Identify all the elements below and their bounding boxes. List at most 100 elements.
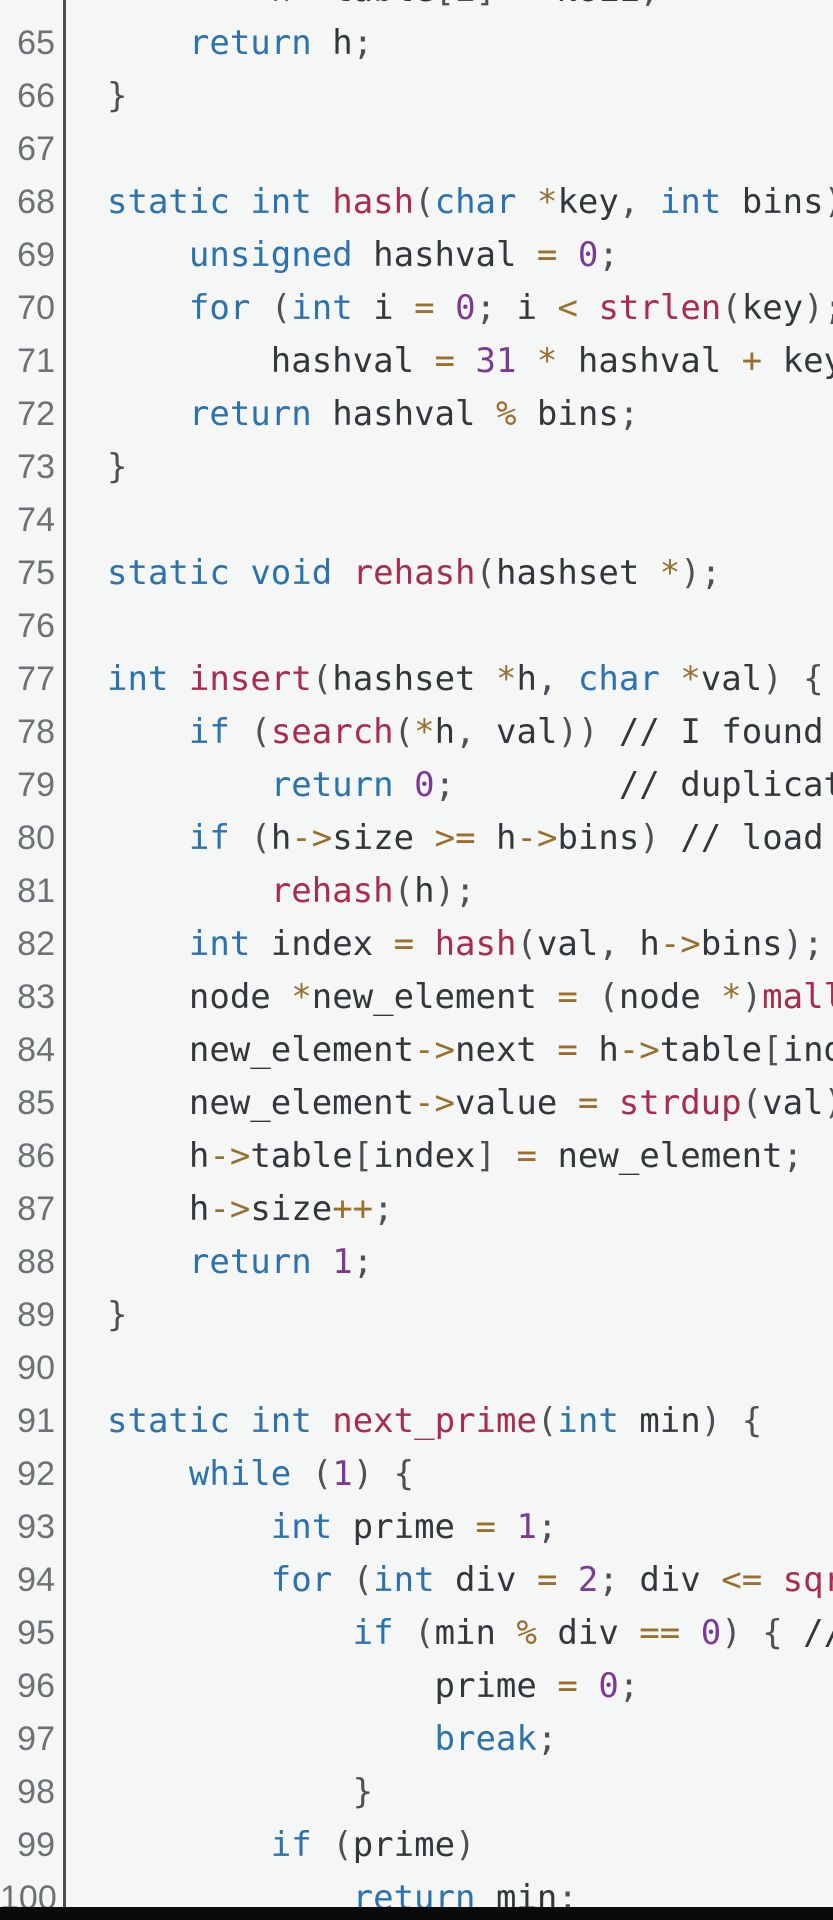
token-pun: (: [311, 659, 333, 699]
token-plain: [312, 1242, 332, 1282]
code-line: h->table[i] = NULL;: [0, 0, 833, 17]
token-pun: ,: [536, 659, 558, 699]
gutter-divider: [63, 0, 66, 1920]
token-kw: unsigned: [188, 235, 353, 275]
token-plain: prime: [332, 1507, 476, 1547]
token-op: ->: [291, 818, 333, 858]
token-kw: int: [188, 924, 251, 964]
line-number: 78: [17, 713, 55, 751]
token-op: *: [414, 712, 435, 752]
token-plain: hashset: [496, 553, 660, 593]
line-number: 66: [17, 77, 55, 115]
token-pun: );: [434, 871, 476, 911]
line-number: 74: [17, 501, 55, 539]
token-plain: i: [455, 0, 475, 10]
token-op: =: [557, 977, 578, 1017]
token-num: 0: [455, 288, 476, 328]
line-number: 71: [17, 342, 55, 380]
token-pun: (: [516, 924, 537, 964]
token-plain: [578, 288, 598, 328]
token-pun: (: [475, 553, 496, 593]
token-plain: [742, 1613, 762, 1653]
code-line: 66}: [0, 70, 833, 123]
token-plain: [414, 924, 434, 964]
token-num: 2: [577, 1560, 599, 1600]
token-plain: [312, 1825, 332, 1865]
token-plain: h: [618, 924, 660, 964]
token-kw: return: [188, 394, 312, 434]
token-plain: [721, 1401, 741, 1441]
code-line: 78 if (search(*h, val)) // I found: [0, 706, 833, 759]
line-number: 82: [17, 925, 55, 963]
token-plain: div: [434, 1560, 537, 1600]
token-plain: i: [352, 288, 415, 328]
line-number: 93: [17, 1508, 55, 1546]
token-kw: int: [250, 182, 312, 222]
token-pun: [: [762, 1030, 783, 1070]
token-plain: node: [107, 977, 292, 1017]
code-line: 76: [0, 600, 833, 653]
token-plain: hashval: [352, 235, 537, 275]
code-line: 93 int prime = 1;: [0, 1501, 833, 1554]
token-kw: int: [291, 288, 353, 328]
token-plain: [107, 871, 271, 911]
token-pun: (: [250, 818, 271, 858]
token-plain: index: [373, 1136, 476, 1176]
token-num: 0: [577, 235, 599, 275]
code-line: 83 node *new_element = (node *)malloc(si…: [0, 971, 833, 1024]
line-number: 91: [17, 1402, 55, 1440]
token-plain: size: [332, 818, 435, 858]
token-plain: min: [618, 1401, 701, 1441]
token-op: ->: [618, 1030, 660, 1070]
token-plain: [496, 1507, 516, 1547]
token-plain: bins: [557, 818, 640, 858]
token-plain: [578, 977, 598, 1017]
token-pun: ;: [598, 235, 619, 275]
token-plain: [168, 659, 188, 699]
code-text: }: [107, 70, 127, 123]
code-line: 90: [0, 1342, 833, 1395]
token-pun: (: [721, 288, 742, 328]
token-plain: [783, 1613, 803, 1653]
token-plain: h: [107, 0, 291, 10]
token-pun: {: [803, 659, 824, 699]
token-plain: index: [782, 1030, 833, 1070]
token-op: =: [393, 924, 415, 964]
code-text: rehash(h);: [107, 865, 476, 918]
code-text: int insert(hashset *h, char *val) {: [107, 653, 824, 706]
token-pun: [: [435, 0, 455, 10]
token-plain: [557, 659, 577, 699]
line-number: 86: [17, 1137, 55, 1175]
token-plain: NULL: [537, 0, 639, 10]
line-number: 65: [17, 24, 55, 62]
token-pun: (: [332, 1825, 353, 1865]
token-op: *: [536, 341, 558, 381]
token-kw: break: [434, 1719, 537, 1759]
token-plain: [107, 712, 189, 752]
token-kw: for: [270, 1560, 333, 1600]
token-plain: [557, 1560, 577, 1600]
token-pun: (: [270, 288, 292, 328]
token-pun: ): [700, 1401, 722, 1441]
token-plain: prime: [352, 1825, 456, 1865]
token-plain: [557, 235, 577, 275]
code-text: return hashval % bins;: [107, 388, 639, 441]
code-text: new_element->next = h->table[index];: [107, 1024, 833, 1077]
token-plain: [250, 288, 270, 328]
code-text: node *new_element = (node *)malloc(sizeo…: [107, 971, 833, 1024]
token-op: ->: [414, 1083, 455, 1123]
token-plain: [332, 1560, 352, 1600]
token-op: *: [536, 182, 558, 222]
code-text: break;: [107, 1713, 558, 1766]
token-fn: malloc: [762, 977, 833, 1017]
token-plain: [230, 182, 250, 222]
code-text: for (int div = 2; div <= sqrt(min); div+…: [107, 1554, 833, 1607]
token-pun: }: [107, 447, 128, 487]
token-plain: index: [250, 924, 394, 964]
token-cm: // not prime: [803, 1613, 833, 1653]
token-pun: ): [455, 1825, 476, 1865]
token-plain: [332, 553, 352, 593]
line-number: 84: [17, 1031, 55, 1069]
token-cm: // load factor: [680, 818, 824, 858]
